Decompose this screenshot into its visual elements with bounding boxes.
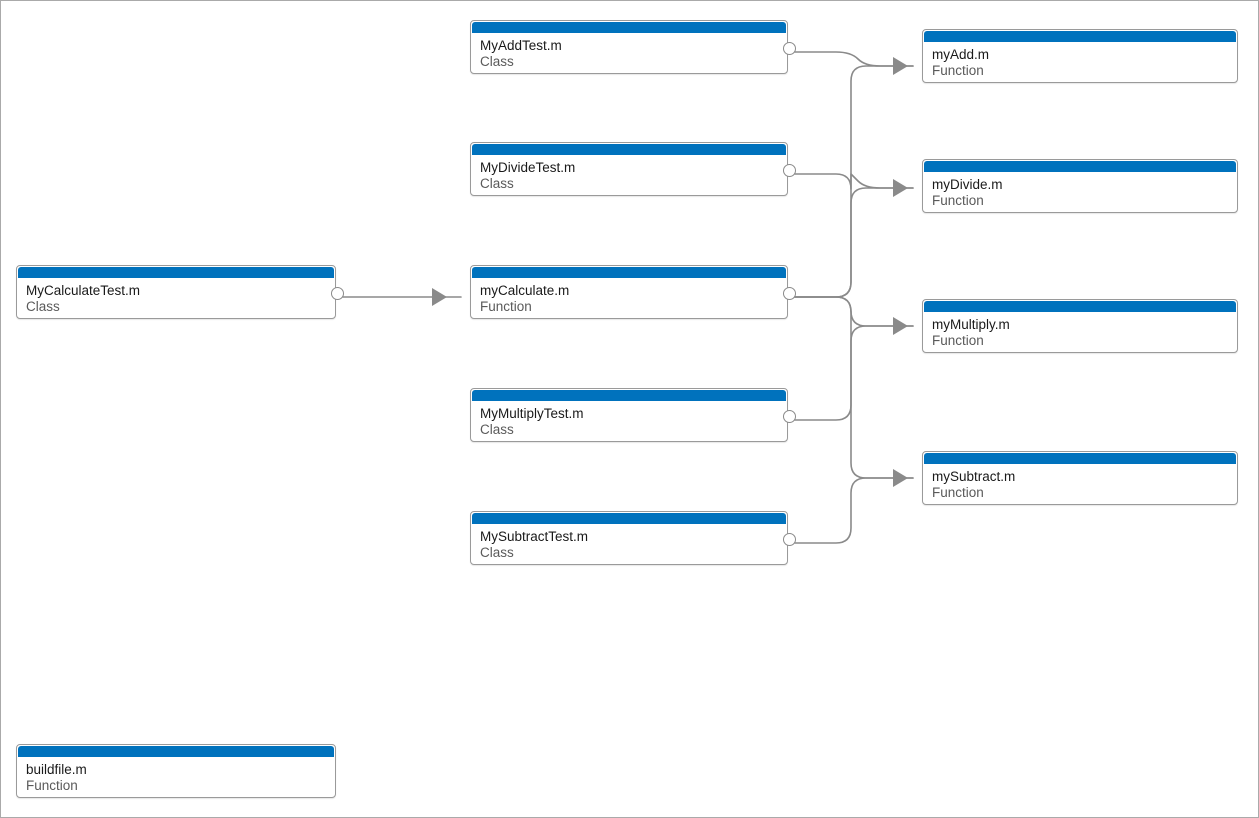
arrowhead-icon (432, 288, 447, 306)
node-subtitle: Function (480, 299, 532, 314)
node-header-bar (472, 22, 786, 33)
edge[interactable] (794, 296, 914, 327)
node-title: MyCalculateTest.m (26, 283, 141, 298)
node-subtitle: Function (932, 193, 984, 208)
edge[interactable] (794, 477, 914, 544)
node-subtitle: Class (480, 176, 514, 191)
node-subtitle: Class (480, 422, 514, 437)
node-title: MyAddTest.m (480, 38, 562, 53)
node-title: MyDivideTest.m (480, 160, 576, 175)
node-output-port[interactable] (783, 286, 796, 300)
edge[interactable] (794, 65, 914, 298)
node-header-bar (472, 513, 786, 524)
node-header-bar (472, 267, 786, 278)
node-title: MyMultiplyTest.m (480, 406, 584, 421)
arrowhead-icon (893, 317, 908, 335)
node-subtitle: Function (932, 63, 984, 78)
arrowhead-icon (893, 57, 908, 75)
edge[interactable] (794, 325, 914, 421)
node-header-bar (18, 746, 334, 757)
node-title: buildfile.m (26, 762, 87, 777)
node-header-bar (472, 144, 786, 155)
edge[interactable] (794, 187, 914, 298)
node-subtitle: Class (480, 545, 514, 560)
edge[interactable] (794, 296, 914, 479)
node-title: mySubtract.m (932, 469, 1016, 484)
arrowhead-icon (893, 179, 908, 197)
node-header-bar (472, 390, 786, 401)
node-output-port[interactable] (783, 409, 796, 423)
node-header-bar (924, 161, 1236, 172)
edge[interactable] (794, 173, 914, 190)
node-subtitle: Function (26, 778, 78, 793)
node-subtitle: Class (480, 54, 514, 69)
arrowhead-icon (893, 469, 908, 487)
node-title: myMultiply.m (932, 317, 1010, 332)
node-subtitle: Function (932, 485, 984, 500)
node-subtitle: Class (26, 299, 60, 314)
node-output-port[interactable] (783, 532, 796, 546)
node-output-port[interactable] (783, 163, 796, 177)
node-title: myDivide.m (932, 177, 1003, 192)
edge[interactable] (794, 51, 914, 67)
node-header-bar (18, 267, 334, 278)
node-header-bar (924, 301, 1236, 312)
node-subtitle: Function (932, 333, 984, 348)
node-output-port[interactable] (783, 41, 796, 55)
node-output-port[interactable] (331, 286, 344, 300)
node-title: MySubtractTest.m (480, 529, 589, 544)
node-title: myAdd.m (932, 47, 990, 62)
node-title: myCalculate.m (480, 283, 570, 298)
node-header-bar (924, 453, 1236, 464)
node-header-bar (924, 31, 1236, 42)
